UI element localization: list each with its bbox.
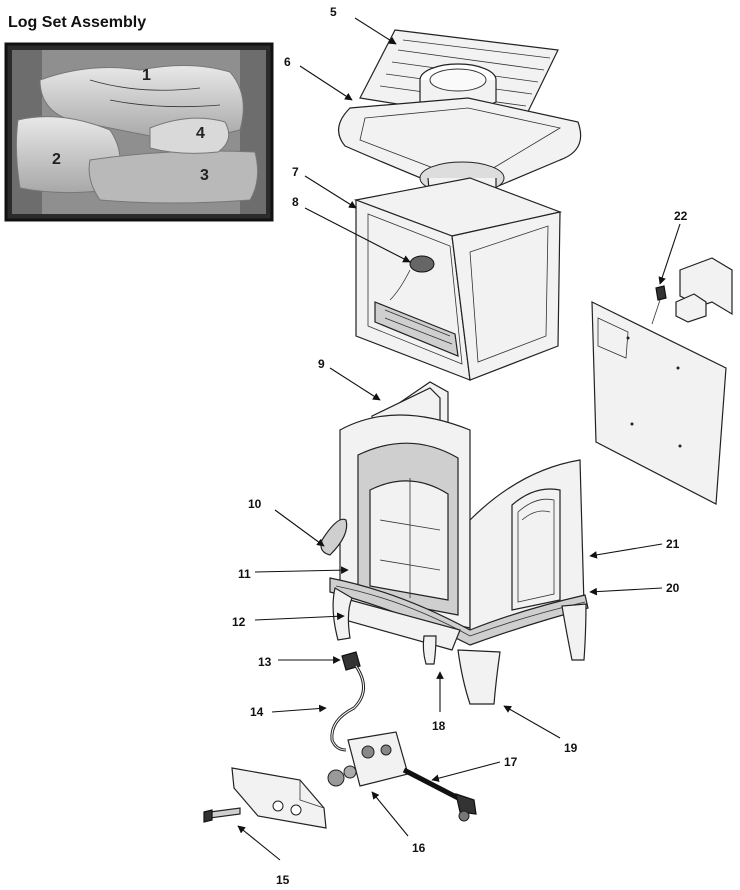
callout-10: 10	[248, 497, 262, 511]
inset-label-4: 4	[196, 125, 205, 142]
callout-16: 16	[412, 841, 426, 855]
log-3	[88, 150, 259, 204]
callout-6: 6	[284, 55, 291, 69]
callout-17: 17	[504, 755, 518, 769]
callout-8: 8	[292, 195, 299, 209]
callout-21: 21	[666, 537, 680, 551]
pilot-assembly	[409, 255, 435, 273]
callout-7: 7	[292, 165, 299, 179]
log-4	[149, 117, 230, 154]
callout-19: 19	[564, 741, 578, 755]
callout-5: 5	[330, 5, 337, 19]
inset-label-1: 1	[142, 67, 151, 84]
log-set-assembly-title: Log Set Assembly	[8, 14, 147, 31]
log-set-inset: 1 2 3 4	[4, 42, 274, 222]
callout-12: 12	[232, 615, 246, 629]
callout-numbers: 5 6 7 8 9 10 11 12 13 14 15 16 17 18 19 …	[232, 5, 688, 887]
leader-lines	[237, 17, 681, 861]
control-plate-and-igniter	[203, 767, 327, 829]
gas-line-assembly	[330, 651, 365, 752]
gas-valve-assembly	[327, 731, 477, 822]
inset-label-2: 2	[52, 151, 61, 168]
callout-9: 9	[318, 357, 325, 371]
callout-14: 14	[250, 705, 264, 719]
rear-heat-shield	[591, 301, 727, 505]
callout-11: 11	[238, 567, 251, 581]
callout-18: 18	[432, 719, 446, 733]
callout-20: 20	[666, 581, 680, 595]
stove-body	[329, 381, 589, 651]
firebox	[353, 177, 563, 381]
bracket-and-switch	[651, 257, 733, 325]
callout-22: 22	[674, 209, 688, 223]
door-handle	[320, 518, 348, 556]
callout-15: 15	[276, 873, 290, 887]
callout-13: 13	[258, 655, 272, 669]
inset-label-3: 3	[200, 167, 209, 184]
